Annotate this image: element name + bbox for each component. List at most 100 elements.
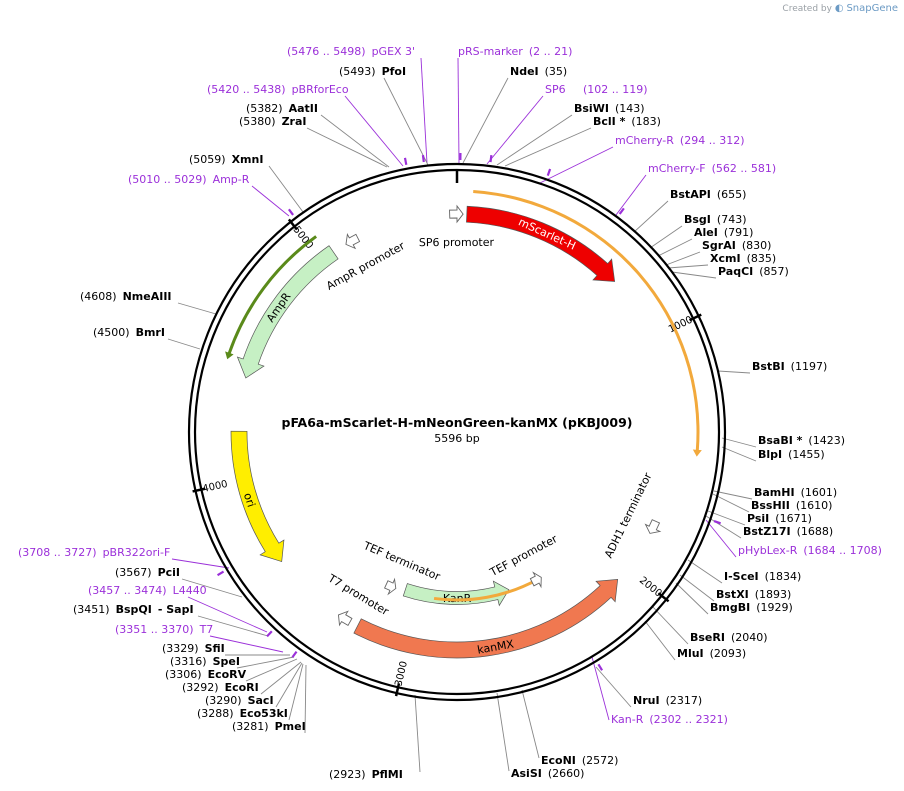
site-label-3290-saci: (3290)SacI: [205, 694, 274, 707]
site-label-3316-spei: (3316)SpeI: [170, 655, 240, 668]
feature-label-tef-terminator: TEF terminator: [361, 539, 443, 584]
leader-line: [486, 95, 544, 165]
site-label-sp6: SP6: [545, 83, 566, 96]
site-label-5476-5498-pgex-3: (5476 .. 5498)pGEX 3': [287, 45, 415, 58]
enzyme-label-part: (5382): [246, 102, 283, 115]
site-label-3457-3474-l4440: (3457 .. 3474)L4440: [88, 584, 207, 597]
leader-line: [496, 692, 510, 772]
primer-label-part: (3351 .. 3370): [115, 623, 194, 636]
enzyme-label-part: AleI: [694, 226, 718, 239]
site-label-bstz17i-1688: BstZ17I(1688): [743, 525, 833, 538]
primer-label-part: pHybLex-R: [738, 544, 798, 557]
feature-label-kanmx: kanMX: [476, 637, 515, 656]
enzyme-label-part: NruI: [633, 694, 660, 707]
leader-line: [615, 174, 647, 216]
leader-line: [721, 446, 757, 462]
enzyme-label-part: (183): [631, 115, 661, 128]
leader-line: [705, 515, 742, 539]
enzyme-label-part: (4608): [80, 290, 117, 303]
feature-mscarlet: [466, 205, 616, 282]
leader-line: [591, 656, 610, 721]
site-label-blpi-1455: BlpI(1455): [758, 448, 825, 461]
feature-label-tef-promoter: TEF promoter: [487, 532, 560, 580]
enzyme-label-part: BlpI: [758, 448, 782, 461]
enzyme-label-part: (2660): [548, 767, 585, 780]
enzyme-label-part: (830): [742, 239, 772, 252]
site-label-5382-aatii: (5382)AatII: [246, 102, 318, 115]
site-label-bstbi-1197: BstBI(1197): [752, 360, 827, 373]
tick-mark: [287, 218, 298, 231]
enzyme-label-part: BsiWI: [574, 102, 609, 115]
enzyme-label-part: (3316): [170, 655, 207, 668]
site-label-bsshii-1610: BssHII(1610): [751, 499, 832, 512]
feature-t7-promoter: [337, 610, 353, 627]
tick-label: 1000: [667, 315, 695, 336]
primer-label-part: (5010 .. 5029): [128, 173, 207, 186]
primer-label-part: L4440: [173, 584, 207, 597]
enzyme-label-part: MluI: [677, 647, 704, 660]
primer-label-part: (2 .. 21): [529, 45, 573, 58]
site-label-xcmi-835: XcmI(835): [710, 252, 776, 265]
plasmid-name: pFA6a-mScarlet-H-mNeonGreen-kanMX (pKBJ0…: [282, 415, 633, 430]
primer-marker: [489, 154, 493, 163]
snapgene-logo-icon: ◐: [834, 3, 844, 14]
leader-line: [383, 77, 429, 166]
site-label-psii-1671: PsiI(1671): [747, 512, 812, 525]
leader-line: [649, 225, 683, 249]
primer-label-part: (1684 .. 1708): [803, 544, 882, 557]
enzyme-label-part: (3288): [197, 707, 234, 720]
site-label-5010-5029-amp-r: (5010 .. 5029)Amp-R: [128, 173, 250, 186]
leader-line: [679, 574, 715, 602]
primer-marker: [618, 207, 625, 215]
enzyme-label-part: BstBI: [752, 360, 785, 373]
enzyme-label-part: (1834): [765, 570, 802, 583]
primer-label-part: pBRforEco: [292, 83, 349, 96]
enzyme-label-part: (2923): [329, 768, 366, 781]
site-label-3451-bspqi-sapi: (3451)BspQI- SapI: [73, 603, 194, 616]
primer-marker: [597, 663, 604, 671]
leader-line: [657, 238, 693, 257]
enzyme-label-part: EcoRI: [225, 681, 259, 694]
leader-line: [251, 185, 290, 217]
enzyme-label-part: (857): [759, 265, 789, 278]
feature-orf3: [225, 235, 318, 360]
enzyme-label-part: I-SceI: [724, 570, 759, 583]
leader-line: [496, 114, 573, 166]
primer-marker: [403, 157, 408, 165]
enzyme-label-part: PmeI: [275, 720, 306, 733]
feature-tef-promoter: [529, 571, 542, 589]
leader-line: [288, 663, 304, 721]
enzyme-label-part: SgrAI: [702, 239, 736, 252]
enzyme-label-part: (791): [724, 226, 754, 239]
site-label-5420-5438-pbrforeco: (5420 .. 5438) pBRforEco: [207, 83, 349, 96]
site-label-5380-zrai: (5380)ZraI: [239, 115, 307, 128]
enzyme-label-part: EcoNI: [541, 754, 576, 767]
enzyme-label-part: (1423): [808, 434, 845, 447]
leader-line: [245, 658, 298, 682]
leader-line: [707, 510, 746, 526]
primer-marker: [266, 630, 273, 638]
enzyme-label-part: (1610): [796, 499, 833, 512]
snapgene-watermark: Created by ◐ SnapGene: [782, 3, 898, 14]
site-label-bmgbi-1929: BmgBI(1929): [710, 601, 793, 614]
enzyme-label-part: SfiI: [205, 642, 225, 655]
enzyme-label-part: ZraI: [282, 115, 307, 128]
leader-line: [633, 200, 669, 233]
primer-label-part: (5420 .. 5438): [207, 83, 286, 96]
leader-line: [675, 582, 709, 615]
site-label-mcherry-f-562-581: mCherry-F(562 .. 581): [648, 162, 776, 175]
enzyme-label-part: BstXI: [716, 588, 749, 601]
site-label-mcherry-r-294-312: mCherry-R(294 .. 312): [615, 134, 744, 147]
leader-line: [457, 57, 460, 164]
enzyme-label-part: (4500): [93, 326, 130, 339]
tick-mark: [394, 683, 401, 697]
site-label-bseri-2040: BseRI(2040): [690, 631, 768, 644]
enzyme-label-part: PaqCI: [718, 265, 753, 278]
leader-line: [713, 490, 753, 500]
enzyme-label-part: (1688): [797, 525, 834, 538]
primer-marker: [713, 519, 721, 525]
site-label-kan-r-2302-2321: Kan-R(2302 .. 2321): [611, 713, 728, 726]
enzyme-label-part: (3567): [115, 566, 152, 579]
enzyme-label-part: (1929): [756, 601, 793, 614]
